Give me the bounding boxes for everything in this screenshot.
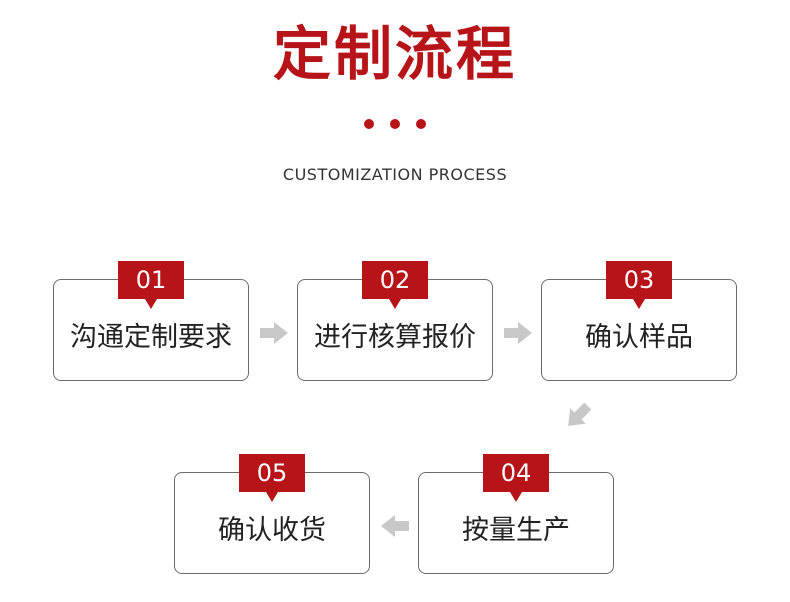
page-title: 定制流程 bbox=[272, 20, 517, 88]
arrow-icon bbox=[503, 320, 533, 346]
step-card-03: 确认样品 bbox=[541, 279, 737, 381]
arrow-icon bbox=[259, 320, 289, 346]
step-number-badge: 03 bbox=[606, 261, 672, 309]
step-label: 确认样品 bbox=[585, 322, 693, 353]
step-number-badge: 01 bbox=[118, 261, 184, 309]
step-label: 确认收货 bbox=[218, 515, 326, 546]
step-number-badge: 05 bbox=[239, 454, 305, 502]
arrow-icon bbox=[563, 403, 593, 429]
divider-dot bbox=[364, 119, 374, 129]
step-label: 进行核算报价 bbox=[314, 322, 476, 353]
step-label: 按量生产 bbox=[462, 515, 570, 546]
step-number-badge: 04 bbox=[483, 454, 549, 502]
divider-dot bbox=[416, 119, 426, 129]
divider-dot bbox=[390, 119, 400, 129]
page-subtitle: CUSTOMIZATION PROCESS bbox=[282, 165, 508, 184]
title-dots-divider bbox=[0, 119, 790, 131]
step-number-badge: 02 bbox=[362, 261, 428, 309]
step-label: 沟通定制要求 bbox=[70, 322, 232, 353]
arrow-icon bbox=[380, 513, 410, 539]
